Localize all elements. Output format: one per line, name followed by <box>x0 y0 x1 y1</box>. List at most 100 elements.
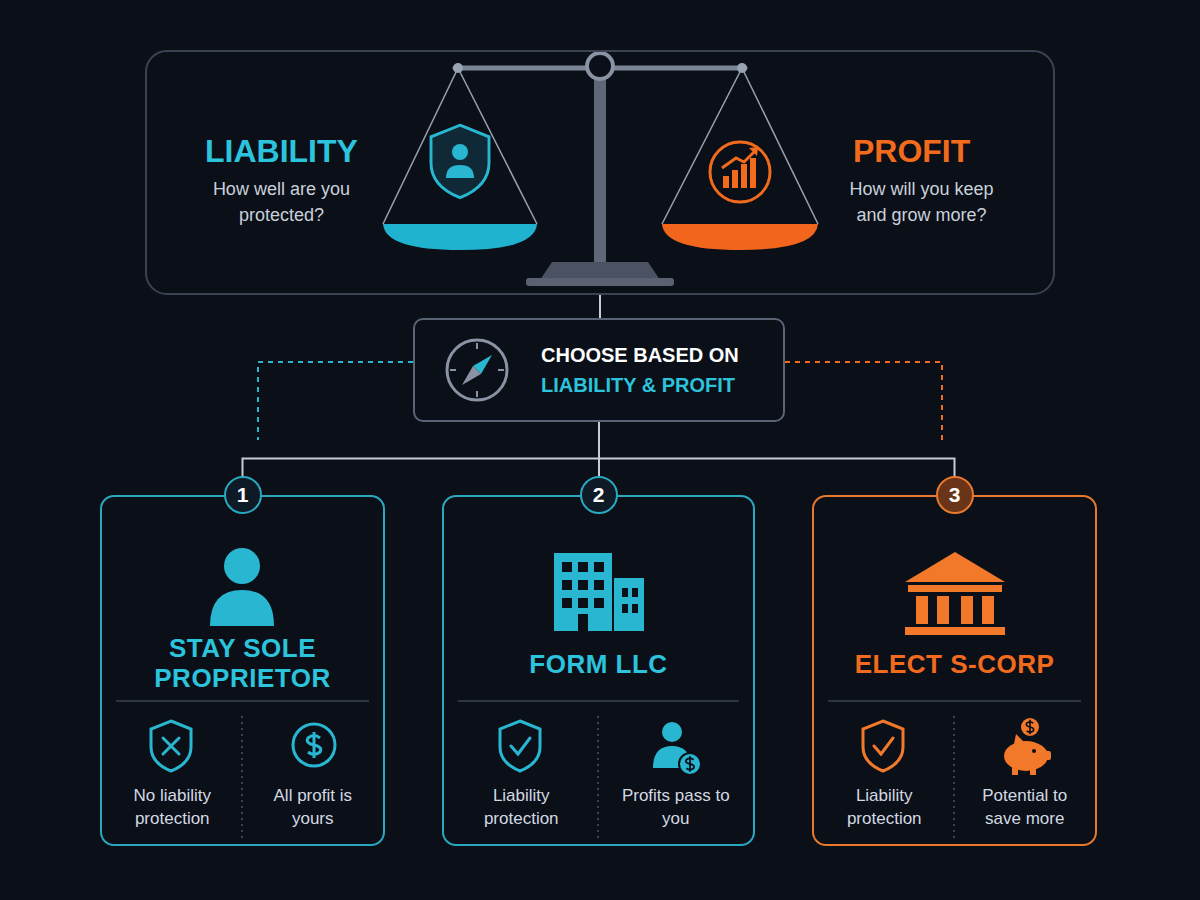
compass-icon <box>498 369 504 371</box>
question: How well are you protected? <box>211 176 351 228</box>
person-icon <box>210 548 274 626</box>
option-box: 3ELECT S-CORPLiability protectionPotenti… <box>812 495 1097 846</box>
dollar-icon <box>307 732 321 758</box>
building-icon <box>562 580 572 590</box>
balance-scale <box>383 224 537 250</box>
building-icon <box>562 562 638 631</box>
building-icon <box>578 614 588 631</box>
tree-connector <box>599 422 955 495</box>
divider <box>116 700 1081 702</box>
building-icon <box>632 588 638 597</box>
option-note: Potential to save more <box>966 784 1084 830</box>
bank-icon <box>916 596 928 624</box>
person-dollar-icon <box>662 722 682 742</box>
compass-icon <box>447 340 507 400</box>
bank-icon <box>905 627 1005 635</box>
growth-chart-icon <box>710 142 770 202</box>
tree-connector <box>243 422 600 495</box>
shield-check-icon <box>500 721 540 771</box>
balance-scale <box>594 78 606 264</box>
prompt: CHOOSE BASED ON <box>541 343 739 367</box>
building-icon <box>594 580 604 590</box>
shield-check-icon <box>863 721 903 771</box>
shield-person-icon <box>431 125 489 198</box>
bank-icon <box>905 552 1005 635</box>
building-icon <box>578 580 588 590</box>
option-box: 2FORM LLCLiability protectionProfits pas… <box>442 495 755 846</box>
option-note: No liability protection <box>112 784 232 830</box>
building-icon <box>562 562 572 572</box>
option-title: ELECT S-CORP <box>830 649 1080 679</box>
growth-chart-icon <box>710 142 770 202</box>
step-number: 1 <box>224 476 262 514</box>
piggy-bank-icon <box>1044 751 1051 760</box>
building-icon <box>578 562 588 572</box>
growth-chart-icon <box>722 150 756 168</box>
shield-x-icon <box>163 738 179 754</box>
option-note: Liability protection <box>469 784 573 830</box>
balance-scale <box>587 53 613 79</box>
balance-scale <box>737 63 747 73</box>
bank-icon <box>982 596 994 624</box>
compass-icon <box>476 391 478 397</box>
dotted-divider <box>241 716 243 840</box>
piggy-bank-icon <box>1032 749 1036 753</box>
building-icon <box>594 598 604 608</box>
building-icon <box>594 562 604 572</box>
bank-icon <box>908 585 1002 592</box>
shield-x-icon <box>151 721 191 771</box>
dashed-guide <box>258 362 413 440</box>
growth-chart-icon <box>741 164 747 188</box>
bank-icon <box>961 596 973 624</box>
option-box: 1STAY SOLE PROPRIETORNo liability protec… <box>100 495 385 846</box>
compass-icon <box>450 369 456 371</box>
shield-check-icon <box>500 721 540 771</box>
compass-icon <box>462 366 481 385</box>
option-note: Liability protection <box>832 784 936 830</box>
option-title: FORM LLC <box>474 649 724 679</box>
piggy-bank-icon <box>1021 718 1039 736</box>
callout-number: 3 <box>938 478 972 512</box>
heading: PROFIT <box>802 132 1022 170</box>
bank-icon <box>937 596 949 624</box>
divider <box>116 700 369 702</box>
balance-scale <box>540 262 660 280</box>
growth-chart-icon <box>750 158 756 188</box>
person-icon <box>224 548 260 584</box>
person-dollar-icon <box>679 753 701 775</box>
dollar-icon <box>293 724 335 766</box>
building-icon <box>562 598 572 608</box>
callout-number: 2 <box>582 478 616 512</box>
person-dollar-icon <box>686 756 694 772</box>
top-panel: LIABILITY How well are you protected? PROF… <box>145 50 1055 295</box>
option-title: STAY SOLE PROPRIETOR <box>118 633 368 693</box>
building-icon <box>622 604 628 613</box>
bank-icon <box>905 552 1005 582</box>
building-icon <box>578 598 588 608</box>
shield-person-icon <box>452 144 468 160</box>
question: How will you keep and grow more? <box>839 176 1004 228</box>
shield-person-icon <box>446 165 474 178</box>
dotted-divider <box>242 716 954 840</box>
piggy-bank-icon <box>1012 766 1018 775</box>
heading: LIABILITY <box>171 132 391 170</box>
piggy-bank-icon <box>1030 766 1036 775</box>
dollar-icon <box>293 724 335 766</box>
growth-chart-icon <box>749 147 758 156</box>
growth-chart-icon <box>732 170 738 188</box>
option-note: Profits pass to you <box>621 784 731 830</box>
dotted-divider <box>597 716 599 840</box>
divider <box>458 700 739 702</box>
shield-check-icon <box>863 721 903 771</box>
person-dollar-icon <box>653 722 701 775</box>
shield-person-icon <box>431 125 489 198</box>
prompt: LIABILITY & PROFIT <box>541 373 735 397</box>
shield-x-icon <box>151 721 191 771</box>
dashed-guide <box>785 362 942 440</box>
piggy-bank-icon <box>1004 718 1051 775</box>
choice-box: CHOOSE BASED ON LIABILITY & PROFIT <box>413 318 785 422</box>
growth-chart-icon <box>723 176 729 188</box>
building-icon <box>554 553 612 631</box>
divider <box>828 700 1081 702</box>
